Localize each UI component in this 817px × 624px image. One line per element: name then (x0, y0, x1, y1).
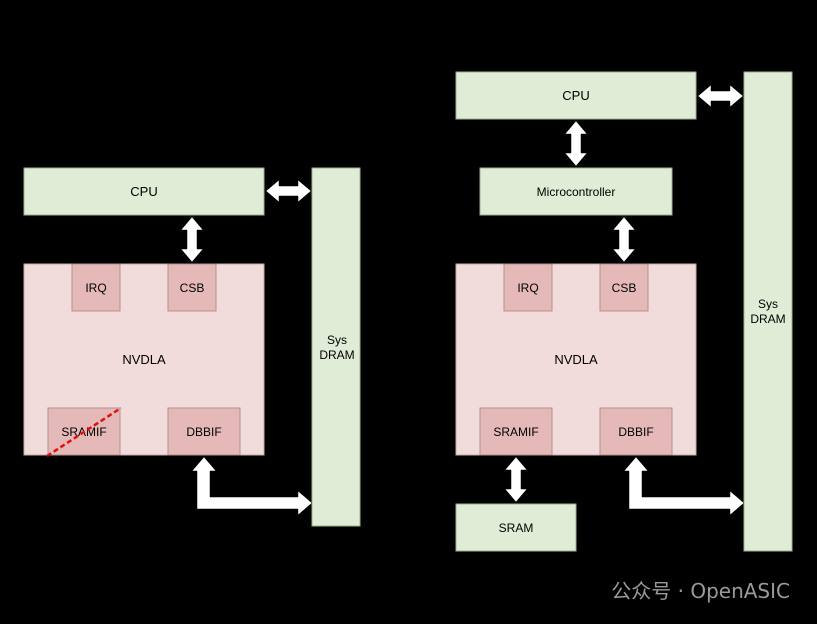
right-sram-box (455, 503, 577, 552)
left-diagram: CPU Sys DRAM NVDLA IRQ CSB SRAMIF DBBIF (23, 167, 361, 527)
right-diagram: CPU Microcontroller Sys DRAM NVDLA IRQ C… (455, 71, 793, 552)
left-cpu-box (23, 167, 265, 216)
right-irq-block (503, 263, 553, 312)
left-nvdla-label: NVDLA (122, 352, 166, 367)
watermark-text: 公众号 · OpenASIC (611, 579, 790, 603)
left-dbbif-label: DBBIF (186, 425, 221, 439)
left-irq-label: IRQ (85, 281, 106, 295)
right-arrow-dbbif-dram (623, 456, 745, 516)
right-csb-block (599, 263, 649, 312)
right-arrow-microcontroller-csb (612, 216, 636, 263)
right-sram-label: SRAM (499, 521, 534, 535)
right-sramif-label: SRAMIF (493, 425, 538, 439)
right-sys-dram-label-line2: DRAM (750, 312, 785, 326)
left-sys-dram-label-line1: Sys (327, 333, 347, 347)
left-csb-block (167, 263, 217, 312)
right-nvdla-label: NVDLA (554, 352, 598, 367)
left-dbbif-block (167, 407, 241, 456)
left-arrow-dbbif-dram (191, 456, 313, 516)
left-arrow-cpu-dram (265, 179, 312, 203)
right-cpu-label: CPU (562, 88, 589, 103)
right-irq-label: IRQ (517, 281, 538, 295)
left-irq-block (71, 263, 121, 312)
left-csb-label: CSB (180, 281, 205, 295)
right-arrow-cpu-microcontroller (564, 120, 588, 167)
right-arrow-cpu-dram (697, 84, 744, 108)
left-arrow-cpu-csb (180, 216, 204, 263)
right-sramif-block (479, 407, 553, 456)
right-sys-dram-label-line1: Sys (758, 297, 778, 311)
right-microcontroller-box (479, 167, 673, 216)
right-csb-label: CSB (612, 281, 637, 295)
right-sys-dram-box (743, 71, 793, 552)
left-cpu-label: CPU (130, 184, 157, 199)
right-dbbif-block (599, 407, 673, 456)
left-sys-dram-label-line2: DRAM (319, 348, 354, 362)
right-microcontroller-label: Microcontroller (537, 185, 616, 199)
left-sys-dram-box (311, 167, 361, 527)
left-sramif-disabled-dashed-line (46, 406, 122, 458)
right-cpu-box (455, 71, 697, 120)
right-arrow-sramif-sram (504, 456, 528, 503)
right-dbbif-label: DBBIF (618, 425, 653, 439)
